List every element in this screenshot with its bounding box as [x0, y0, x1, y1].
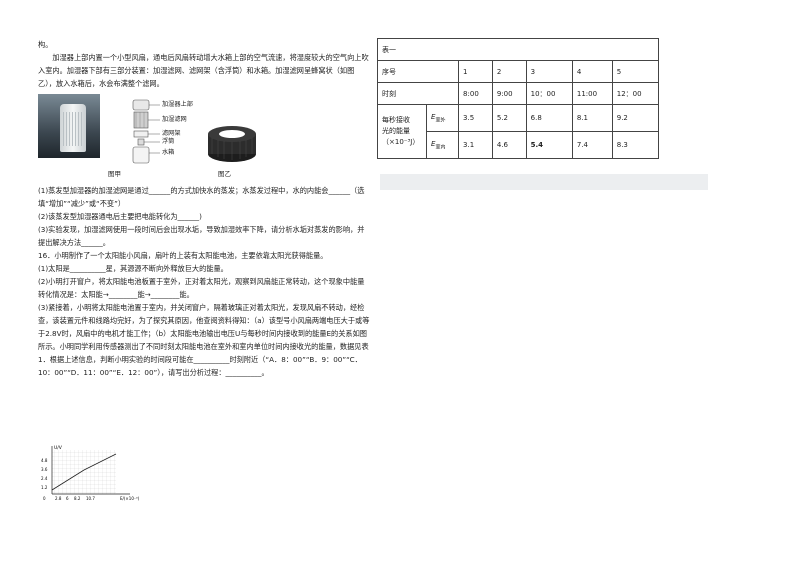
- text-p1: 加湿器上部内置一个小型风扇，通电后风扇转动增大水箱上部的空气流速，将湿度较大的空…: [38, 53, 369, 88]
- caption-a: 图甲: [108, 170, 121, 178]
- table-cell: 2: [491, 60, 527, 83]
- label-float: 浮筒: [162, 138, 175, 145]
- energy-label-line: 光的能量: [382, 127, 410, 135]
- table-cell: 9.2: [611, 104, 660, 132]
- graph-ylabel: U/V: [54, 445, 63, 451]
- graph-xlabel: E/(×10⁻³): [120, 496, 140, 501]
- graph-xtick: 8.2: [74, 496, 81, 501]
- table-cell: 1: [458, 60, 493, 83]
- table-cell: 7.4: [571, 131, 613, 159]
- table-cell: 11:00: [571, 82, 613, 105]
- table-title: 表一: [377, 38, 659, 61]
- label-filter: 加湿滤网: [162, 116, 187, 123]
- table-cell: 10：00: [525, 82, 573, 105]
- table-cell: 12：00: [611, 82, 660, 105]
- indoor-symbol: E室内: [425, 131, 460, 159]
- caption-b: 图乙: [218, 170, 231, 178]
- table-cell: 3: [525, 60, 573, 83]
- graph-xtick: 2.8: [55, 496, 62, 501]
- graph-ytick: 3.6: [41, 467, 48, 472]
- table-energy-label: 每秒接收 光的能量 （×10⁻³J）: [377, 104, 427, 159]
- question-1: (1)蒸发型加湿器的加湿滤网是通过______的方式加快水的蒸发；水蒸发过程中，…: [38, 186, 365, 208]
- graph-origin: 0: [43, 496, 46, 501]
- table-cell: 3.5: [458, 104, 493, 132]
- graph-xtick: 6: [66, 496, 69, 501]
- table-cell: 4.6: [491, 131, 527, 159]
- humidifier-body-icon: [60, 104, 86, 152]
- left-column: 构。 加湿器上部内置一个小型风扇，通电后风扇转动增大水箱上部的空气流速，将湿度较…: [38, 38, 370, 379]
- blank-answer-bar: [380, 174, 708, 190]
- voltage-energy-graph: U/V E/(×10⁻³) 4.8 3.6 2.4 1.2 0 2.8 6 8.…: [41, 445, 140, 501]
- table-cell: 3.1: [458, 131, 493, 159]
- table-header-label: 序号: [376, 60, 460, 83]
- table-cell: 4: [571, 60, 613, 83]
- label-top: 加湿器上部: [162, 101, 193, 108]
- graph-ytick: 2.4: [41, 476, 48, 481]
- graph-ytick: 1.2: [41, 485, 48, 490]
- table-cell: 6.8: [525, 104, 573, 132]
- text-p0: 构。: [38, 40, 53, 49]
- label-rack: 滤网架: [162, 130, 181, 137]
- graph-xtick: 10.7: [86, 496, 95, 501]
- table-cell: 5.4: [525, 131, 573, 159]
- table-cell: 5: [611, 60, 660, 83]
- table-cell: 8:00: [458, 82, 493, 105]
- table-cell: 8.1: [571, 104, 613, 132]
- question-16: 16．小明制作了一个太阳能小风扇，扇叶的上装有太阳能电池，主要依靠太阳光获得能量…: [38, 251, 328, 260]
- data-table: 表一 序号 1 2 3 4 5 时刻 8:00 9:00 10：00 11:00…: [376, 38, 660, 159]
- question-16-2: (2)小明打开窗户，将太阳能电池板置于室外，正对着太阳光，观察到风扇能正常转动，…: [38, 277, 365, 299]
- table-cell: 5.2: [491, 104, 527, 132]
- table-cell: 9:00: [491, 82, 527, 105]
- question-3: (3)实验发现，加湿滤网使用一段时间后会出现水垢，导致加湿效率下降，请分析水垢对…: [38, 225, 365, 247]
- table-cell: 8.3: [611, 131, 660, 159]
- figures: 加湿器上部 加湿滤网 滤网架 浮筒 水箱 图甲 图乙: [38, 94, 370, 182]
- humidifier-parts-diagram: [132, 99, 160, 164]
- energy-label-line: 每秒接收: [382, 116, 410, 124]
- graph-ytick: 4.8: [41, 458, 48, 463]
- label-tank: 水箱: [162, 149, 175, 156]
- energy-label-line: （×10⁻³J）: [382, 138, 420, 146]
- table-row: E室内 3.1 4.6 5.4 7.4 8.3: [378, 131, 660, 159]
- table-time-label: 时刻: [376, 82, 460, 105]
- question-2: (2)该蒸发型加湿器通电后主要把电能转化为______): [38, 212, 202, 221]
- filter-photo: [208, 126, 256, 162]
- question-16-1: (1)太阳是__________星，其源源不断向外释放巨大的能量。: [38, 264, 228, 273]
- table-row: 表一: [377, 38, 659, 61]
- table-row: 序号 1 2 3 4 5: [376, 60, 660, 83]
- question-16-3: (3)紧接着，小明将太阳能电池置于室内，并关闭窗户，隔着玻璃正对着太阳光，发现风…: [38, 303, 370, 377]
- table-row: 时刻 8:00 9:00 10：00 11:00 12：00: [376, 82, 660, 105]
- outdoor-symbol: E室外: [425, 104, 460, 132]
- table-row: 每秒接收 光的能量 （×10⁻³J） E室外 3.5 5.2 6.8 8.1 9…: [377, 104, 660, 159]
- humidifier-photo: [38, 94, 100, 158]
